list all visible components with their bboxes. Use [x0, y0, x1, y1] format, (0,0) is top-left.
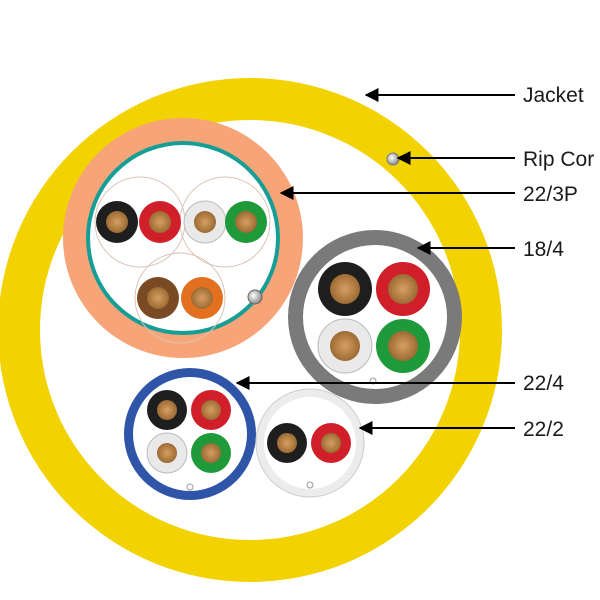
label-18-4: 18/4: [523, 238, 564, 261]
conductor-green: [191, 433, 231, 473]
conductor-green: [376, 319, 430, 373]
label-22-4: 22/4: [523, 372, 564, 395]
conductor-red: [139, 201, 181, 243]
label-jacket: Jacket: [523, 84, 584, 107]
conductor-black: [96, 201, 138, 243]
label-rip-cord: Rip Cor: [523, 148, 594, 171]
conductor-red: [191, 390, 231, 430]
conductor-black: [267, 423, 307, 463]
conductor-red: [376, 262, 430, 316]
conductor-red: [311, 423, 351, 463]
conductor-white: [146, 432, 188, 474]
cable-22-3p: [63, 118, 303, 358]
conductor-white: [317, 318, 373, 374]
rip-cord: [386, 152, 400, 166]
cable-22-4: [124, 368, 256, 500]
conductor-brown: [137, 277, 179, 319]
label-22-2: 22/2: [523, 418, 564, 441]
cable-22-2: [255, 388, 365, 498]
conductor-black: [147, 390, 187, 430]
label-22-3p: 22/3P: [523, 183, 578, 206]
conductor-green: [225, 201, 267, 243]
conductor-black: [318, 262, 372, 316]
conductor-white: [183, 200, 227, 244]
cable-18-4: [288, 230, 462, 404]
conductor-orange: [181, 277, 223, 319]
